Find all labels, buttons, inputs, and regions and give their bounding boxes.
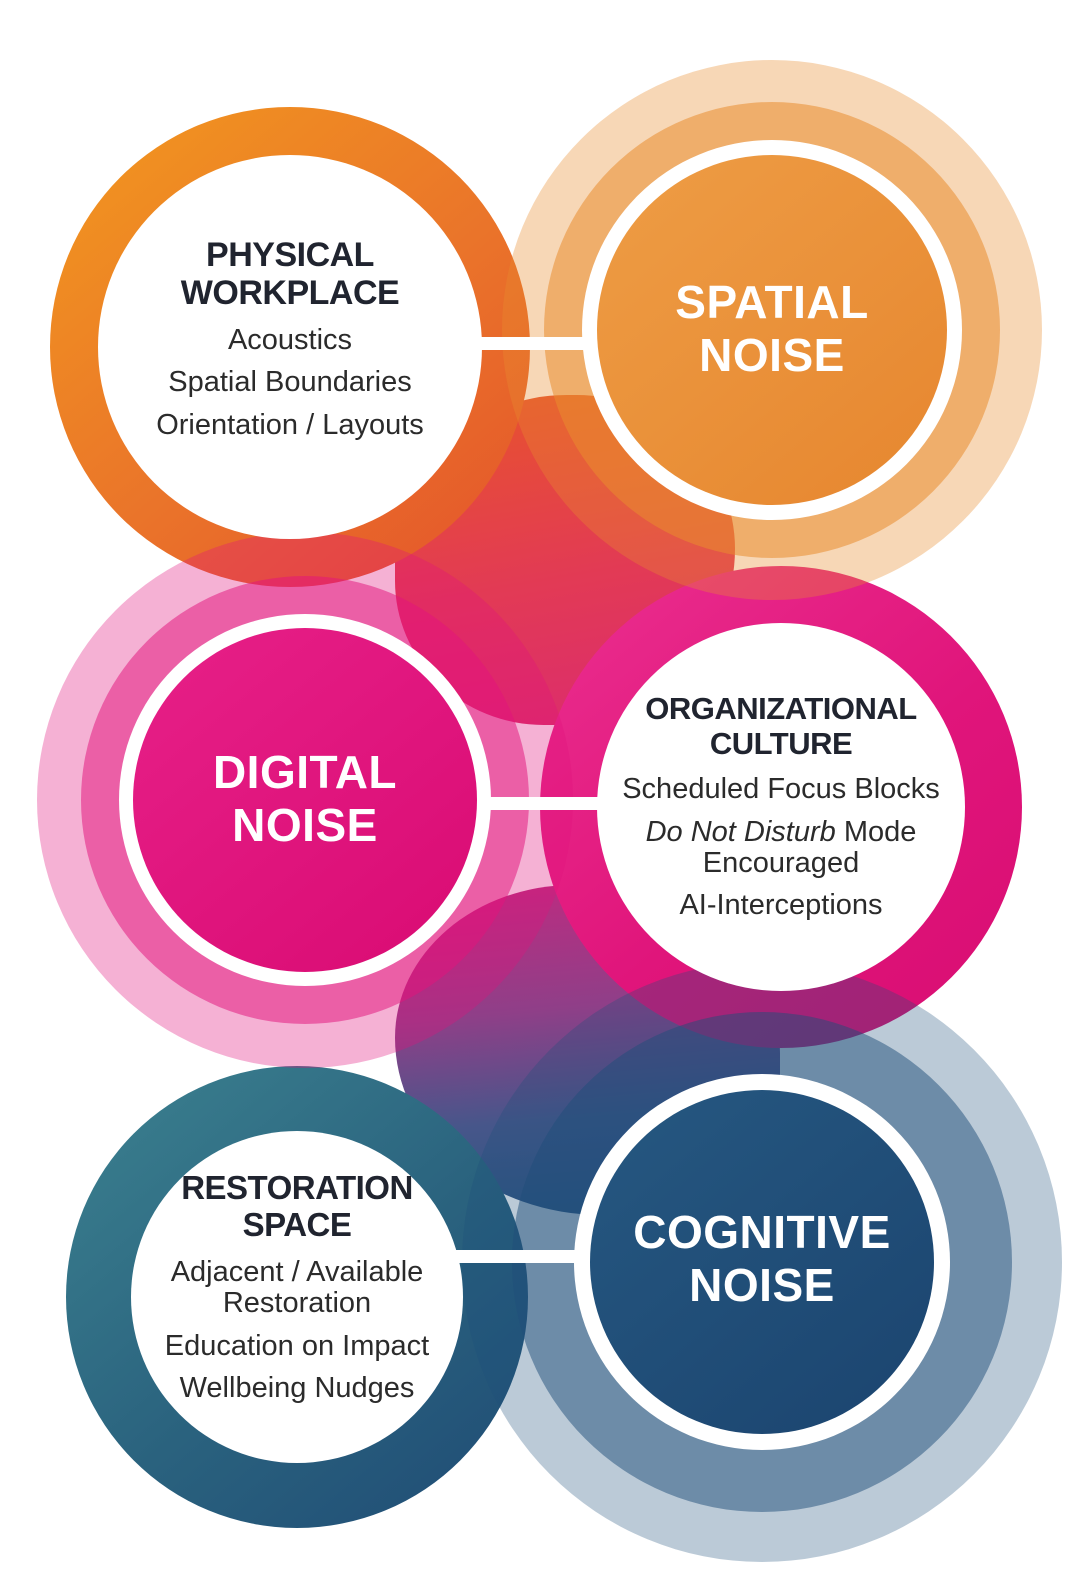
physical-workplace-core: [98, 155, 482, 539]
detail-item: Spatial Boundaries: [168, 366, 412, 399]
spatial-noise-text: SPATIAL NOISE: [622, 276, 922, 383]
spatial-noise-circle: [597, 155, 947, 505]
detail-item: Education on Impact: [164, 1329, 430, 1362]
physical-workplace-title: PHYSICAL WORKPLACE: [180, 236, 400, 313]
restoration-space-core: [131, 1131, 463, 1463]
organizational-culture-title: ORGANIZATIONAL CULTURE: [645, 691, 917, 761]
cognitive-noise-circle: [590, 1090, 934, 1434]
organizational-culture-items: Scheduled Focus Blocks Do Not Disturb Mod…: [601, 774, 961, 921]
cognitive-noise-label: COGNITIVE NOISE: [633, 1206, 891, 1312]
detail-item: Do Not Disturb Mode Encouraged: [645, 815, 917, 880]
digital-noise-text: DIGITAL NOISE: [175, 746, 435, 853]
restoration-space-text: RESTORATION SPACE Adjacent / Available R…: [127, 1169, 467, 1415]
detail-item: Wellbeing Nudges: [179, 1371, 415, 1404]
cognitive-noise-text: COGNITIVE NOISE: [612, 1206, 912, 1313]
detail-item: Scheduled Focus Blocks: [622, 773, 940, 806]
detail-item: Adjacent / Available Restoration: [170, 1255, 424, 1320]
digital-noise-label: DIGITAL NOISE: [212, 746, 398, 852]
restoration-space-title: RESTORATION SPACE: [181, 1169, 413, 1243]
detail-item: Orientation / Layouts: [156, 408, 424, 441]
detail-item: Acoustics: [227, 324, 353, 357]
digital-noise-circle: [133, 628, 477, 972]
organizational-culture-core: [597, 623, 965, 991]
organizational-culture-text: ORGANIZATIONAL CULTURE Scheduled Focus B…: [601, 691, 961, 933]
detail-item: AI-Interceptions: [679, 889, 883, 922]
spatial-noise-label: SPATIAL NOISE: [675, 276, 869, 382]
